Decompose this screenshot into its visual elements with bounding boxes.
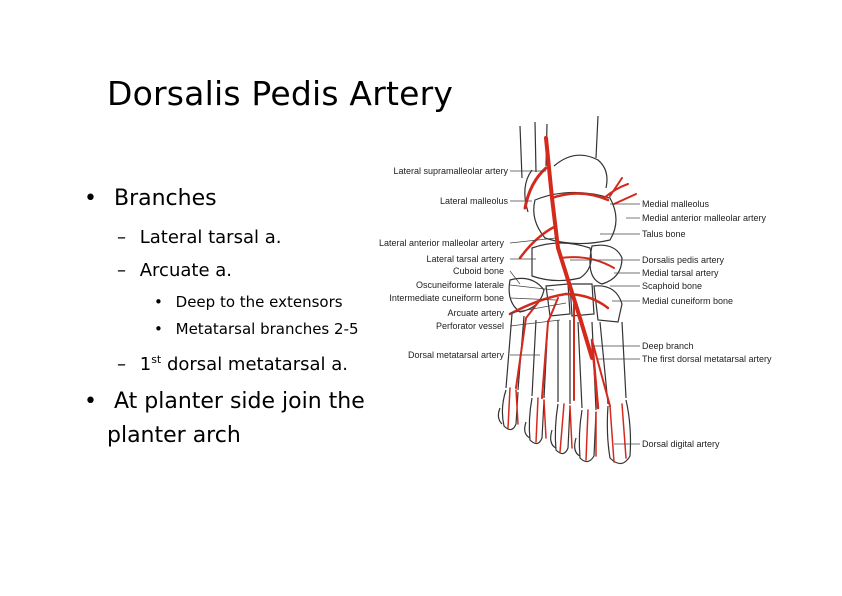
ordinal-suffix: st bbox=[151, 353, 162, 366]
bullet-marker: • bbox=[84, 186, 97, 211]
bullet-marker: • bbox=[154, 293, 163, 311]
label-oscuneiforme-laterale: Oscuneiforme laterale bbox=[416, 280, 504, 290]
label-talus-bone: Talus bone bbox=[642, 229, 686, 239]
label-first-dorsal-metatarsal-artery: The first dorsal metatarsal artery bbox=[642, 354, 772, 364]
label-arcuate-artery: Arcuate artery bbox=[447, 308, 504, 318]
label-deep-branch: Deep branch bbox=[642, 341, 694, 351]
bullet-arcuate: – Arcuate a. bbox=[117, 260, 232, 281]
bullet-branches: • Branches bbox=[84, 186, 217, 211]
bullet-lateral-tarsal: – Lateral tarsal a. bbox=[117, 227, 281, 248]
artery-network bbox=[507, 136, 637, 463]
right-leader-lines bbox=[570, 203, 640, 445]
bullet-text: Deep to the extensors bbox=[175, 293, 343, 311]
label-perforator-vessel: Perforator vessel bbox=[436, 321, 504, 331]
bullet-text: planter arch bbox=[107, 423, 241, 448]
slide-title: Dorsalis Pedis Artery bbox=[107, 74, 454, 113]
label-lateral-anterior-malleolar-artery: Lateral anterior malleolar artery bbox=[379, 238, 505, 248]
bullet-text: Lateral tarsal a. bbox=[139, 227, 282, 248]
dash-marker: – bbox=[117, 227, 126, 248]
bullet-marker: • bbox=[154, 320, 163, 338]
label-medial-tarsal-artery: Medial tarsal artery bbox=[642, 268, 719, 278]
label-lateral-supramalleolar-artery: Lateral supramalleolar artery bbox=[393, 166, 508, 176]
bullet-text: Branches bbox=[113, 186, 217, 211]
dash-marker: – bbox=[117, 354, 126, 375]
label-scaphoid-bone: Scaphoid bone bbox=[642, 281, 702, 291]
bullet-text: Arcuate a. bbox=[139, 260, 232, 281]
dash-marker: – bbox=[117, 260, 126, 281]
left-labels: Lateral supramalleolar artery Lateral ma… bbox=[379, 166, 509, 360]
bullet-text: dorsal metatarsal a. bbox=[161, 354, 348, 375]
label-dorsal-digital-artery: Dorsal digital artery bbox=[642, 439, 720, 449]
label-cuboid-bone: Cuboid bone bbox=[453, 266, 504, 276]
label-lateral-malleolus: Lateral malleolus bbox=[440, 196, 509, 206]
label-lateral-tarsal-artery: Lateral tarsal artery bbox=[426, 254, 504, 264]
label-dorsalis-pedis-artery: Dorsalis pedis artery bbox=[642, 255, 725, 265]
label-medial-malleolus: Medial malleolus bbox=[642, 199, 710, 209]
label-medial-cuneiform-bone: Medial cuneiform bone bbox=[642, 296, 733, 306]
left-leader-lines bbox=[509, 170, 567, 356]
bullet-text: Metatarsal branches 2-5 bbox=[175, 320, 359, 338]
bullet-marker: • bbox=[84, 389, 97, 414]
foot-artery-illustration: Lateral supramalleolar artery Lateral ma… bbox=[379, 115, 772, 465]
label-medial-anterior-malleolar-artery: Medial anterior malleolar artery bbox=[642, 213, 767, 223]
bullet-first-dorsal: – 1st dorsal metatarsal a. bbox=[117, 353, 348, 375]
right-labels: Medial malleolus Medial anterior malleol… bbox=[642, 199, 772, 449]
label-intermediate-cuneiform-bone: Intermediate cuneiform bone bbox=[389, 293, 504, 303]
bullet-text: At planter side join the bbox=[113, 389, 365, 414]
bullet-planter-line2: planter arch bbox=[107, 423, 241, 448]
bullet-deep-extensors: • Deep to the extensors bbox=[154, 293, 343, 311]
bullet-metatarsal-branches: • Metatarsal branches 2-5 bbox=[154, 320, 359, 338]
bullet-text-number: 1 bbox=[139, 354, 152, 375]
bullet-planter-line1: • At planter side join the bbox=[84, 389, 365, 414]
label-dorsal-metatarsal-artery: Dorsal metatarsal artery bbox=[408, 350, 505, 360]
